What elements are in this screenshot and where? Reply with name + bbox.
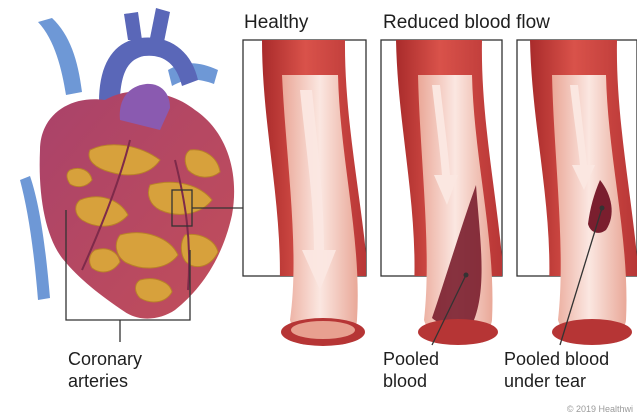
aorta-branch-1 [124, 12, 142, 40]
panel-tear [517, 40, 637, 345]
pooled-under-tear-label-line2: under tear [504, 371, 586, 392]
superior-vena-cava [38, 18, 82, 95]
panel-healthy [243, 40, 370, 346]
healthy-vessel-opening-inner [291, 321, 355, 339]
aorta-branch-2 [150, 8, 170, 42]
pooled-blood-pointer-dot [464, 273, 469, 278]
pooled-blood-label-line2: blood [383, 371, 427, 392]
reduced-flow-title: Reduced blood flow [383, 12, 550, 33]
pooled-under-tear-label-line1: Pooled blood [504, 349, 609, 370]
panel-reduced [381, 40, 505, 345]
coronary-arteries-label-line2: arteries [68, 371, 128, 392]
heart-illustration [20, 8, 243, 342]
reduced-vessel-opening [418, 319, 498, 345]
pooled-under-tear-pointer-dot [600, 206, 605, 211]
pooled-blood-label-line1: Pooled [383, 349, 439, 370]
copyright-credit: © 2019 Healthwi [567, 404, 633, 414]
coronary-arteries-label-line1: Coronary [68, 349, 142, 370]
healthy-title: Healthy [244, 12, 308, 33]
